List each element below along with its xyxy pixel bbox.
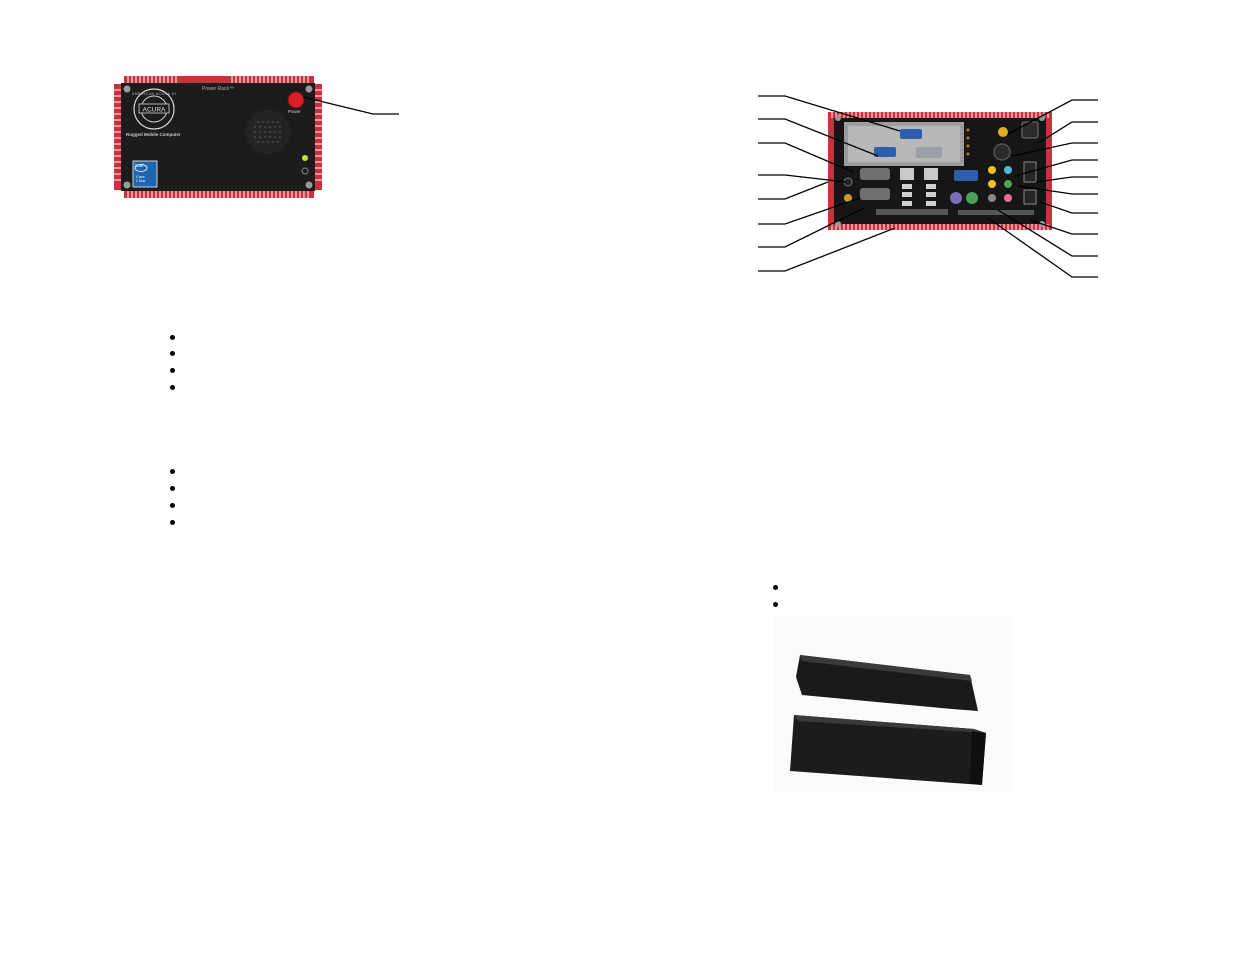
callout-right-7 [1039,201,1098,214]
bullet [170,351,175,356]
bullet [170,469,175,474]
bullet [170,503,175,508]
callout-left-3 [758,142,854,173]
cpu-sub-text: 2 Duo [136,179,146,183]
rubber-feet-photo [774,615,1012,793]
callout-right-10 [987,217,1098,278]
callout-right-1 [1007,99,1098,135]
callout-right-6 [1017,185,1098,195]
power-callout-line [302,96,399,115]
front-panel-illustration: ACURA [114,76,322,198]
power-label: Power [288,109,301,114]
product-line-label: Power Rack™ [202,86,234,92]
bullet [170,385,175,390]
bullet [170,520,175,525]
brand-center-text: ACURA [143,107,166,114]
rubber-strips-illustration [790,655,986,785]
callout-left-1 [758,95,901,132]
model-label: Rugged Mobile Computer [126,132,181,137]
callout-right-9 [997,209,1098,257]
rear-panel-photo [826,106,1054,236]
bullet [170,486,175,491]
callout-right-8 [1029,219,1098,235]
rear-callout-lines [758,95,1098,278]
bullet [170,335,175,340]
callout-right-4 [1014,159,1098,177]
callout-left-2 [758,118,879,157]
bullet [773,585,778,590]
power-button-graphic [287,91,305,109]
seal-text: AMERICAN ACURA SYSTEMS [132,92,176,96]
intel-logo-text: intel [135,163,144,168]
front-panel-photo: ACURA AMERICAN ACURA SYSTEMS Power Rack™… [112,74,324,200]
callout-right-5 [1035,176,1098,183]
callout-right-3 [1011,142,1098,157]
callout-left-8 [758,227,896,272]
cpu-line-text: Core [136,174,145,179]
callout-left-7 [758,207,865,248]
bullet [773,602,778,607]
bullet [170,368,175,373]
callout-right-2 [1039,121,1098,143]
callout-left-5 [758,181,829,200]
callout-left-4 [758,174,847,183]
callout-left-6 [758,197,861,225]
rear-panel-illustration [828,112,1052,230]
